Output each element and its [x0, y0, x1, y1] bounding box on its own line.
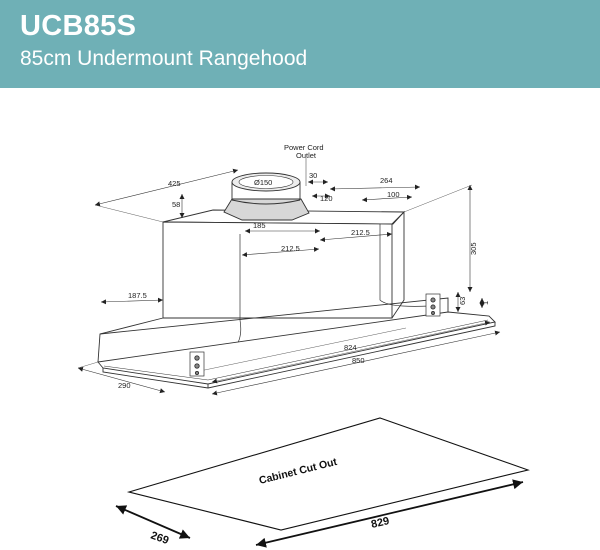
dim-264: 264 — [380, 176, 393, 185]
callout-line-1: Power Cord — [284, 143, 324, 152]
duct-collar — [223, 198, 310, 221]
dim-1: 1 — [481, 301, 490, 305]
title-banner: UCB85S 85cm Undermount Rangehood — [0, 0, 600, 88]
technical-drawing: Power Cord Outlet 425 58 Ø150 30 120 264… — [77, 143, 530, 548]
cutout-width: 829 — [370, 515, 391, 531]
dim-150: Ø150 — [254, 178, 272, 187]
dim-185: 185 — [253, 221, 266, 230]
dim-100: 100 — [387, 190, 400, 199]
callout-line-2: Outlet — [296, 151, 317, 160]
dim-187-5: 187.5 — [128, 291, 147, 300]
model-number: UCB85S — [20, 10, 137, 42]
cabinet-cutout-diagram: Cabinet Cut Out 269 829 — [115, 417, 530, 548]
dim-212-5-left: 212.5 — [281, 244, 300, 253]
dim-290: 290 — [118, 381, 131, 390]
cutout-depth: 269 — [149, 530, 170, 548]
dim-63: 63 — [458, 297, 467, 305]
dim-850: 850 — [352, 356, 365, 365]
dim-120: 120 — [320, 194, 333, 203]
dim-212-5-right: 212.5 — [351, 228, 370, 237]
dim-824: 824 — [344, 343, 357, 352]
product-subtitle: 85cm Undermount Rangehood — [20, 47, 308, 70]
dim-58: 58 — [172, 200, 180, 209]
dim-305: 305 — [469, 242, 478, 255]
dimension-lines — [77, 158, 501, 396]
cutout-outline — [126, 417, 530, 531]
dim-425: 425 — [168, 179, 181, 188]
dimension-labels: Power Cord Outlet 425 58 Ø150 30 120 264… — [118, 143, 490, 390]
rangehood-diagram — [97, 172, 496, 389]
dim-30: 30 — [309, 171, 317, 180]
